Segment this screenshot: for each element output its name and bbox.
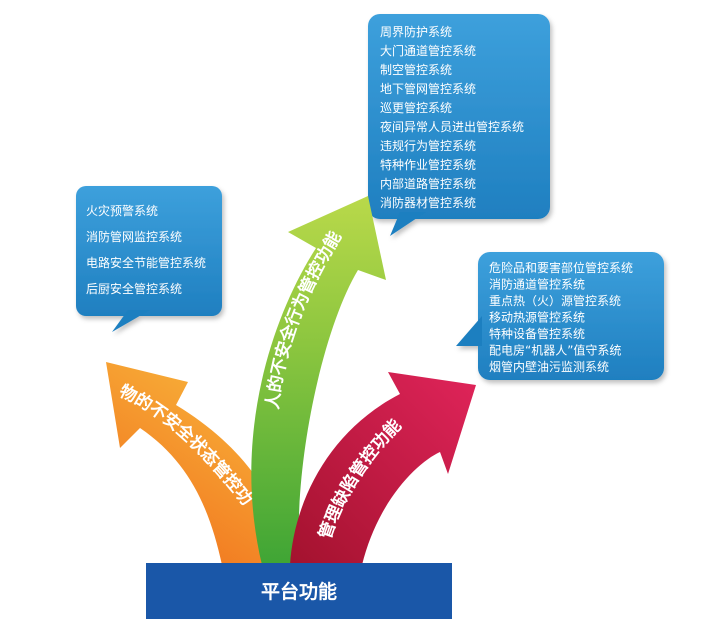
- top-bubble-item: 违规行为管控系统: [380, 138, 476, 153]
- top-bubble-item: 消防器材管控系统: [380, 195, 476, 210]
- right-bubble-item: 烟管内壁油污监测系统: [489, 359, 609, 374]
- right-bubble-list: 危险品和要害部位管控系统消防通道管控系统重点热（火）源管控系统移动热源管控系统特…: [489, 260, 633, 374]
- top-callout-bubble: [368, 14, 550, 236]
- left-bubble-item: 电路安全节能管控系统: [86, 255, 206, 270]
- top-bubble-list: 周界防护系统大门通道管控系统制空管控系统地下管网管控系统巡更管控系统夜间异常人员…: [380, 24, 524, 210]
- top-bubble-item: 地下管网管控系统: [380, 81, 476, 96]
- top-bubble-item: 特种作业管控系统: [380, 157, 476, 172]
- right-callout-bubble: [456, 252, 664, 380]
- left-bubble-item: 火灾预警系统: [86, 203, 158, 218]
- left-bubble-item: 消防管网监控系统: [86, 229, 182, 244]
- right-bubble-item: 特种设备管控系统: [489, 326, 585, 341]
- top-bubble-item: 内部道路管控系统: [380, 176, 476, 191]
- orange-arrow: [106, 362, 296, 565]
- top-bubble-item: 制空管控系统: [380, 62, 452, 77]
- left-bubble-item: 后厨安全管控系统: [86, 281, 182, 296]
- top-bubble-item: 夜间异常人员进出管控系统: [380, 119, 524, 134]
- left-callout-bubble: [76, 186, 222, 332]
- platform-label: 平台功能: [261, 580, 337, 603]
- platform-box: [146, 563, 452, 619]
- right-bubble-item: 重点热（火）源管控系统: [489, 293, 621, 308]
- right-bubble-item: 移动热源管控系统: [489, 310, 585, 325]
- right-bubble-item: 危险品和要害部位管控系统: [489, 260, 633, 275]
- top-bubble-item: 巡更管控系统: [380, 100, 452, 115]
- red-arrow: [290, 372, 476, 565]
- top-bubble-item: 大门通道管控系统: [380, 43, 476, 58]
- top-bubble-item: 周界防护系统: [380, 24, 452, 39]
- right-bubble-item: 消防通道管控系统: [489, 277, 585, 292]
- right-bubble-item: 配电房“机器人”值守系统: [489, 343, 621, 358]
- green-arrow: [251, 196, 386, 565]
